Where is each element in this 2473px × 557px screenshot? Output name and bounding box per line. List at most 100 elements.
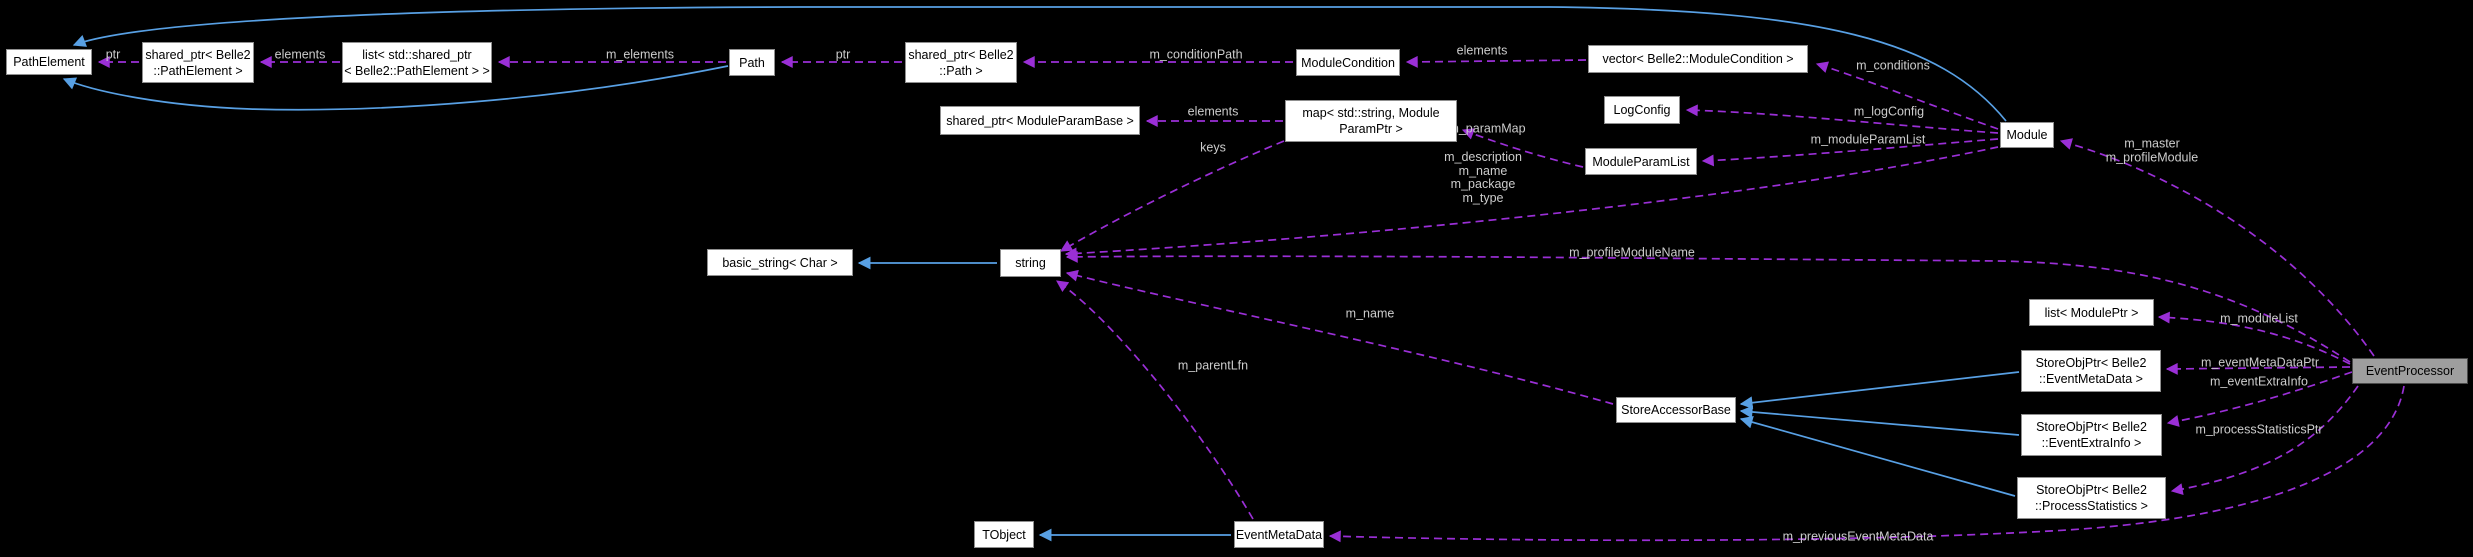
edge-label-line: elements <box>274 47 326 62</box>
edge-label-m-conditionpath: m_conditionPath <box>1149 48 1242 62</box>
node-label-line: ::ProcessStatistics > <box>2035 499 2148 513</box>
edge-label-line: m_type <box>1462 190 1504 205</box>
edge-m-conditions-to-vector <box>1815 61 1999 130</box>
node-logconfig[interactable]: LogConfig <box>1604 96 1680 124</box>
edge-label-line: ptr <box>105 47 121 62</box>
node-label-line: vector< Belle2::ModuleCondition > <box>1602 52 1794 66</box>
node-module[interactable]: Module <box>2000 122 2054 148</box>
edge-m-parentlfn-to-string <box>1056 280 1254 520</box>
edge-m-moduleparamlist-to-moduleparamlist <box>1701 138 1999 167</box>
edge-label-line: m_eventMetaDataPtr <box>2200 355 2320 370</box>
edge-m-eventmetadataptr-to-sop-emd <box>2165 362 2351 375</box>
node-label-line: PathElement <box>13 55 85 69</box>
edge-label-line: keys <box>1200 140 1226 155</box>
edge-label-ptr-1: ptr <box>106 48 121 62</box>
node-label-line: ::PathElement > <box>153 63 243 78</box>
edge-path-to-pathelement <box>62 65 729 111</box>
edge-label-line: m_description <box>1444 150 1522 164</box>
node-sop-eventextrainfo[interactable]: StoreObjPtr< Belle2::EventExtraInfo > <box>2021 414 2162 456</box>
edge-m-description-to-string <box>1064 146 1999 260</box>
edge-m-parammap-to-map <box>1461 128 1584 168</box>
edge-label-line: m_parentLfn <box>1177 358 1249 373</box>
node-sop-processstatistics[interactable]: StoreObjPtr< Belle2::ProcessStatistics > <box>2017 477 2166 519</box>
edge-label-m-parentlfn: m_parentLfn <box>1178 359 1248 373</box>
edge-sop-emd-to-storeaccessorbase <box>1739 371 2020 410</box>
node-label-line: shared_ptr< ModuleParamBase > <box>946 113 1134 128</box>
edge-label-keys: keys <box>1200 141 1226 155</box>
edge-label-line: elements <box>1456 43 1508 58</box>
edge-label-elements-2: elements <box>1457 44 1508 58</box>
edge-label-m-elements: m_elements <box>606 48 674 62</box>
node-eventmetadata[interactable]: EventMetaData <box>1234 521 1324 548</box>
edge-label-m-modulelist: m_moduleList <box>2220 312 2298 326</box>
node-basic-string-char[interactable]: basic_string< Char > <box>707 249 853 276</box>
node-sp-moduleparambase[interactable]: shared_ptr< ModuleParamBase > <box>940 106 1140 135</box>
node-label-line: ModuleCondition <box>1301 55 1395 70</box>
edge-label-line: m_eventExtraInfo <box>2210 374 2308 389</box>
node-list-moduleptr[interactable]: list< ModulePtr > <box>2029 299 2154 326</box>
edge-keys-to-string <box>1059 140 1285 252</box>
edge-label-elements-3: elements <box>1188 105 1239 119</box>
edge-label-line: m_profileModule <box>2105 150 2199 164</box>
edge-label-m-parammap: m_paramMap <box>1448 122 1525 136</box>
edge-label-line: m_name <box>1345 306 1395 321</box>
node-vector-modulecondition[interactable]: vector< Belle2::ModuleCondition > <box>1588 45 1808 73</box>
node-label-line: ::Path > <box>939 63 983 78</box>
node-label-line: ParamPtr > <box>1339 122 1403 136</box>
node-label-line: StoreObjPtr< Belle2 <box>2036 420 2147 434</box>
node-label-line: list< ModulePtr > <box>2044 305 2139 320</box>
edge-label-line: m_moduleParamList <box>1810 132 1926 147</box>
edge-label-line: m_previousEventMetaData <box>1782 529 1934 544</box>
edge-label-m-profilemodulename: m_profileModuleName <box>1569 246 1695 260</box>
edge-label-line: m_package <box>1450 177 1516 191</box>
node-modulecondition[interactable]: ModuleCondition <box>1296 49 1400 76</box>
edge-label-m-conditions: m_conditions <box>1856 59 1930 73</box>
node-label-line: ModuleParamList <box>1592 154 1690 169</box>
node-string[interactable]: string <box>1000 249 1061 277</box>
edge-label-elements-1: elements <box>275 48 326 62</box>
node-list-sp-pathelement[interactable]: list< std::shared_ptr< Belle2::PathEleme… <box>342 42 492 83</box>
edge-m-name-to-string <box>1065 269 1614 405</box>
node-label-line: Path <box>739 55 765 70</box>
node-path[interactable]: Path <box>729 49 775 76</box>
edge-label-line: m_moduleList <box>2220 311 2298 326</box>
node-label-line: map< std::string, Module <box>1302 106 1440 120</box>
edge-label-line: m_conditionPath <box>1149 47 1243 62</box>
node-label-line: shared_ptr< Belle2 <box>908 47 1014 62</box>
edge-elements-to-modulecondition <box>1405 55 1587 68</box>
node-tobject[interactable]: TObject <box>974 521 1034 548</box>
node-label-line: Module <box>2006 128 2048 142</box>
edge-m-logconfig-to-logconfig <box>1685 104 1999 134</box>
node-sop-eventmetadata[interactable]: StoreObjPtr< Belle2::EventMetaData > <box>2021 350 2161 392</box>
node-label-line: StoreObjPtr< Belle2 <box>2035 356 2147 370</box>
edge-label-line: elements <box>1187 104 1239 119</box>
edge-label-m-processstatisticsptr: m_processStatisticsPtr <box>2195 423 2322 437</box>
edge-label-m-moduleparamlist: m_moduleParamList <box>1811 133 1926 147</box>
node-moduleparamlist[interactable]: ModuleParamList <box>1585 148 1697 175</box>
edge-sop-ps-to-storeaccessorbase <box>1739 415 2016 497</box>
edge-label-line: m_elements <box>605 47 675 62</box>
edge-label-m-previouseventmetadata: m_previousEventMetaData <box>1783 530 1934 544</box>
node-sp-pathelement[interactable]: shared_ptr< Belle2::PathElement > <box>142 42 254 83</box>
node-label-line: < Belle2::PathElement > > <box>344 63 490 78</box>
node-sp-path[interactable]: shared_ptr< Belle2::Path > <box>905 42 1017 83</box>
node-pathelement[interactable]: PathElement <box>6 49 92 75</box>
edge-label-m-eventmetadataptr: m_eventMetaDataPtr <box>2201 356 2319 370</box>
edge-label-m-name: m_name <box>1346 307 1395 321</box>
node-label-line: ::EventMetaData > <box>2039 372 2143 386</box>
node-label-line: string <box>1015 256 1046 270</box>
edge-m-eventextrainfo-to-sop-eei <box>2166 371 2353 427</box>
edge-m-previouseventmetadata-to-emd <box>1328 385 2405 543</box>
edge-label-ptr-2: ptr <box>836 48 851 62</box>
edge-label-m-eventextrainfo: m_eventExtraInfo <box>2210 375 2308 389</box>
edge-m-modulelist-to-list-moduleptr <box>2157 311 2351 365</box>
node-label-line: basic_string< Char > <box>722 255 838 270</box>
edge-label-line: m_logConfig <box>1853 104 1925 119</box>
node-eventprocessor[interactable]: EventProcessor <box>2352 358 2468 384</box>
node-storeaccessorbase[interactable]: StoreAccessorBase <box>1616 397 1736 423</box>
edge-module-to-pathelement <box>72 6 2007 122</box>
